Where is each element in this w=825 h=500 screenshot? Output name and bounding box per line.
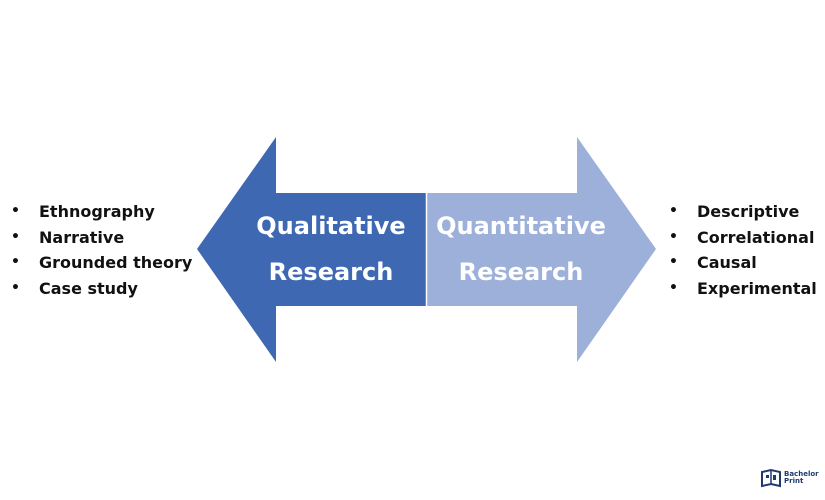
qualitative-research-label: Qualitative Research	[246, 203, 416, 295]
qualitative-label-line2: Research	[268, 258, 394, 286]
qualitative-arrow	[197, 137, 426, 362]
list-item: Case study	[11, 276, 192, 302]
list-item: Correlational	[669, 225, 817, 251]
brand-logo: Bachelor Print	[760, 467, 819, 489]
list-item: Descriptive	[669, 199, 817, 225]
list-item: Ethnography	[11, 199, 192, 225]
list-item: Narrative	[11, 225, 192, 251]
list-item: Causal	[669, 250, 817, 276]
qualitative-label-line1: Qualitative	[256, 212, 406, 240]
brand-name: Bachelor Print	[784, 471, 819, 485]
quantitative-arrow	[426, 137, 656, 362]
brand-name-line2: Print	[784, 477, 804, 485]
quantitative-label-line1: Quantitative	[436, 212, 606, 240]
quantitative-methods-list: Descriptive Correlational Causal Experim…	[669, 199, 817, 301]
quantitative-research-label: Quantitative Research	[436, 203, 606, 295]
brand-name-line1: Bachelor	[784, 470, 819, 478]
list-item: Grounded theory	[11, 250, 192, 276]
quantitative-label-line2: Research	[458, 258, 584, 286]
list-item: Experimental	[669, 276, 817, 302]
qualitative-methods-list: Ethnography Narrative Grounded theory Ca…	[11, 199, 192, 301]
open-book-icon	[761, 468, 781, 488]
